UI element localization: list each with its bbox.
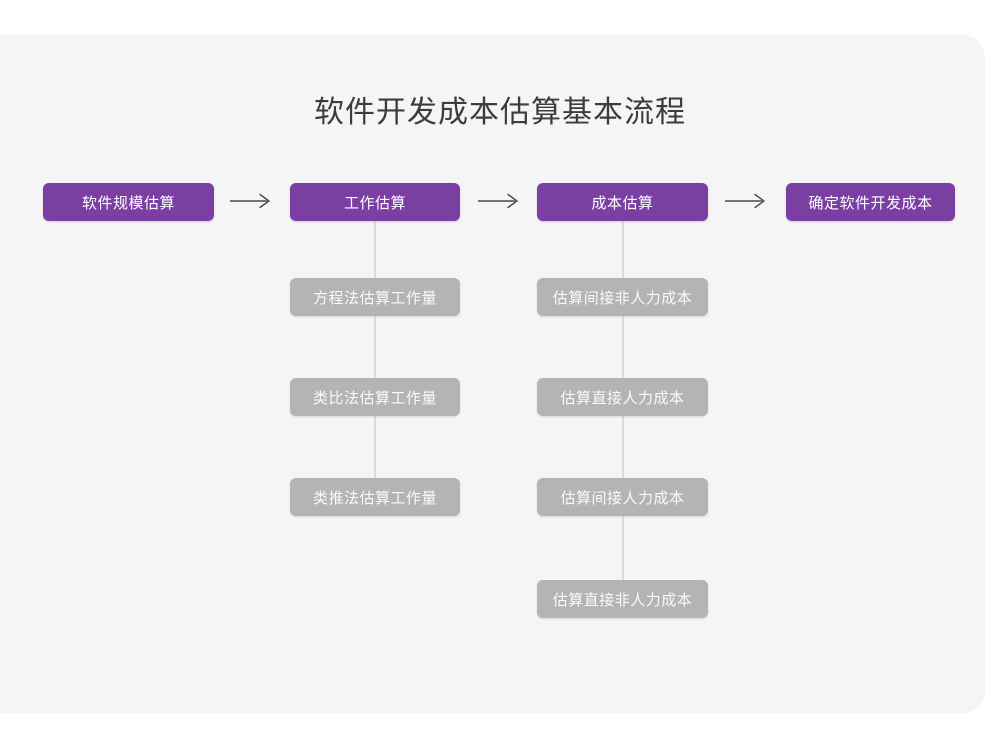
arrow-step1-to-step2-icon: [229, 191, 275, 211]
node-label: 估算直接非人力成本: [552, 591, 693, 609]
node-step2-sub2-analogy-method[interactable]: 类比法估算工作量: [290, 378, 460, 416]
node-label: 软件规模估算: [81, 194, 175, 212]
arrow-step2-to-step3-icon: [477, 191, 523, 211]
node-label: 成本估算: [591, 194, 654, 212]
node-step3-sub4-direct-nonlabor-cost[interactable]: 估算直接非人力成本: [537, 580, 708, 618]
node-step2-work-estimation[interactable]: 工作估算: [290, 183, 460, 221]
node-step3-cost-estimation[interactable]: 成本估算: [537, 183, 708, 221]
node-step1-software-size-estimation[interactable]: 软件规模估算: [43, 183, 214, 221]
node-step4-determine-development-cost[interactable]: 确定软件开发成本: [786, 183, 955, 221]
page-title: 软件开发成本估算基本流程: [314, 96, 686, 129]
content-card: [0, 35, 985, 713]
node-step3-sub1-indirect-nonlabor-cost[interactable]: 估算间接非人力成本: [537, 278, 708, 316]
node-label: 估算间接非人力成本: [552, 289, 693, 307]
node-label: 类推法估算工作量: [312, 489, 437, 507]
arrow-step3-to-step4-icon: [724, 191, 770, 211]
node-label: 估算直接人力成本: [560, 389, 685, 407]
node-label: 工作估算: [343, 194, 406, 212]
connector-line-work-branch: [374, 218, 376, 500]
node-label: 估算间接人力成本: [560, 489, 685, 507]
node-step3-sub3-indirect-labor-cost[interactable]: 估算间接人力成本: [537, 478, 708, 516]
node-step3-sub2-direct-labor-cost[interactable]: 估算直接人力成本: [537, 378, 708, 416]
node-label: 方程法估算工作量: [312, 289, 437, 307]
node-step2-sub3-inference-method[interactable]: 类推法估算工作量: [290, 478, 460, 516]
node-label: 确定软件开发成本: [808, 194, 933, 212]
node-step2-sub1-equation-method[interactable]: 方程法估算工作量: [290, 278, 460, 316]
node-label: 类比法估算工作量: [312, 389, 437, 407]
